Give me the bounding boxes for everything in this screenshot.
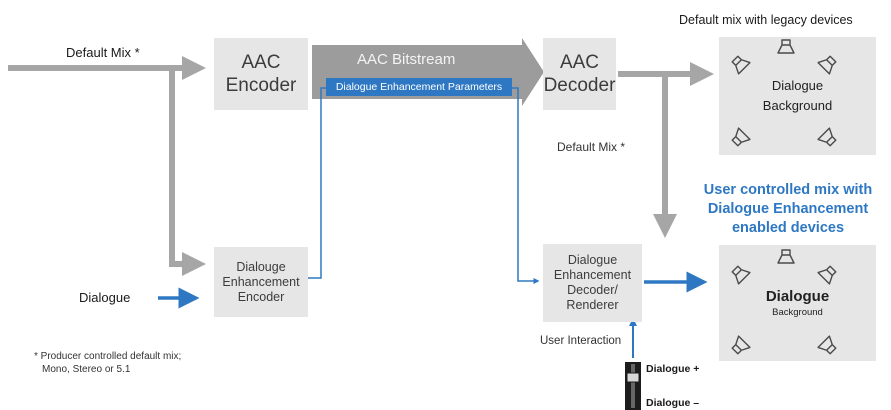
slider-minus-label: Dialogue – bbox=[646, 397, 700, 409]
speaker-icon bbox=[816, 262, 840, 286]
speaker-icon bbox=[728, 334, 752, 358]
decoder-default-mix-label: Default Mix * bbox=[557, 140, 626, 154]
enhanced-title-line2: Dialogue Enhancement bbox=[707, 201, 869, 217]
default-mix-branch-arrow bbox=[169, 68, 206, 276]
legacy-dialogue-label: Dialogue bbox=[771, 78, 824, 93]
de-decoder-line3: Decoder/ bbox=[567, 283, 618, 297]
user-interaction-label: User Interaction bbox=[540, 335, 622, 347]
speaker-icon bbox=[777, 39, 795, 55]
de-parameters-label: Dialogue Enhancement Parameters bbox=[326, 78, 512, 96]
enhanced-title-line3: enabled devices bbox=[731, 220, 845, 236]
footnote: * Producer controlled default mix; Mono,… bbox=[34, 350, 181, 376]
default-mix-input-label: Default Mix * bbox=[66, 45, 140, 60]
enhanced-devices-title: User controlled mix with Dialogue Enhanc… bbox=[680, 181, 891, 238]
speaker-icon bbox=[728, 126, 752, 150]
dialogue-input-label: Dialogue bbox=[79, 290, 131, 305]
de-decoder-line2: Enhancement bbox=[553, 268, 632, 282]
aac-decoder-line2: Decoder bbox=[543, 75, 616, 96]
speaker-icon bbox=[777, 249, 795, 265]
enhanced-output-room: Dialogue Background bbox=[719, 245, 876, 361]
speaker-icon bbox=[728, 262, 752, 286]
enhanced-title-line1: User controlled mix with bbox=[703, 182, 873, 198]
diagram-title: Default mix with legacy devices bbox=[679, 13, 853, 27]
de-decoder-line4: Renderer bbox=[566, 298, 619, 312]
aac-bitstream-label: AAC Bitstream bbox=[357, 51, 456, 68]
de-encoder-box: Dialouge Enhancement Encoder bbox=[214, 247, 308, 317]
de-decoder-box: Dialogue Enhancement Decoder/ Renderer bbox=[543, 244, 642, 322]
legacy-background-label: Background bbox=[762, 98, 833, 113]
de-encoder-line3: Encoder bbox=[237, 289, 285, 304]
aac-encoder-line2: Encoder bbox=[225, 75, 297, 96]
fader-icon bbox=[625, 362, 641, 410]
aac-decoder-box: AAC Decoder bbox=[543, 38, 616, 110]
de-params-line bbox=[308, 87, 326, 279]
aac-encoder-line1: AAC bbox=[241, 52, 281, 73]
speaker-icon bbox=[816, 52, 840, 76]
enhanced-dialogue-label: Dialogue bbox=[765, 287, 830, 305]
speaker-icon bbox=[816, 126, 840, 150]
de-encoder-line2: Enhancement bbox=[222, 274, 300, 289]
footnote-line2: Mono, Stereo or 5.1 bbox=[42, 364, 131, 375]
speaker-icon bbox=[728, 52, 752, 76]
de-params-to-decoder-arrow bbox=[512, 87, 540, 284]
enhanced-background-label: Background bbox=[772, 306, 823, 318]
footnote-line1: * Producer controlled default mix; bbox=[34, 351, 182, 362]
de-encoder-line1: Dialouge bbox=[236, 259, 286, 274]
slider-plus-label: Dialogue + bbox=[646, 363, 700, 375]
speaker-icon bbox=[816, 334, 840, 358]
de-decoder-line1: Dialogue bbox=[567, 253, 618, 267]
aac-decoder-line1: AAC bbox=[559, 52, 600, 73]
aac-encoder-box: AAC Encoder bbox=[214, 38, 308, 110]
